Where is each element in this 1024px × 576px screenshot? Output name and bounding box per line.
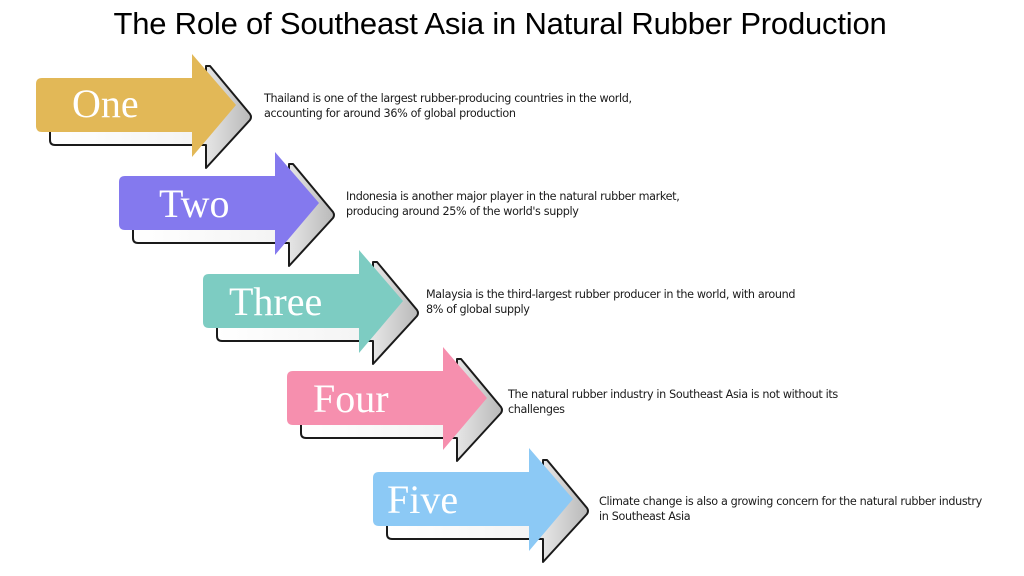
step-three-arrow: Three xyxy=(167,196,419,365)
arrow-icon xyxy=(203,250,419,365)
step-one-description: Thailand is one of the largest rubber-pr… xyxy=(264,92,632,121)
description-line: challenges xyxy=(508,402,565,416)
step-two-arrow: Two xyxy=(83,98,335,267)
page-title: The Role of Southeast Asia in Natural Ru… xyxy=(113,6,887,41)
step-label: Four xyxy=(313,376,389,421)
description-line: 8% of global supply xyxy=(426,302,530,316)
step-five-description: Climate change is also a growing concern… xyxy=(599,495,982,524)
step-five-arrow: Five xyxy=(337,394,589,563)
description-line: producing around 25% of the world's supp… xyxy=(346,204,579,218)
description-line: Climate change is also a growing concern… xyxy=(599,495,982,508)
step-two-description: Indonesia is another major player in the… xyxy=(346,190,680,219)
description-line: Thailand is one of the largest rubber-pr… xyxy=(264,92,632,105)
step-four-description: The natural rubber industry in Southeast… xyxy=(508,388,838,417)
arrow-icon xyxy=(287,347,503,462)
arrow-icon xyxy=(373,448,589,563)
description-line: Indonesia is another major player in the… xyxy=(346,190,680,203)
description-line: Malaysia is the third-largest rubber pro… xyxy=(426,288,796,301)
description-line: in Southeast Asia xyxy=(599,509,691,523)
step-label: Five xyxy=(387,477,459,522)
description-line: accounting for around 36% of global prod… xyxy=(264,106,516,120)
description-line: The natural rubber industry in Southeast… xyxy=(508,388,838,401)
step-label: Three xyxy=(229,279,323,324)
step-label: Two xyxy=(159,181,230,226)
arrow-icon xyxy=(36,54,252,169)
step-one-arrow: One xyxy=(0,0,252,169)
arrow-icon xyxy=(119,152,335,267)
step-label: One xyxy=(72,81,139,126)
step-four-arrow: Four xyxy=(251,293,503,462)
step-three-description: Malaysia is the third-largest rubber pro… xyxy=(426,288,795,317)
